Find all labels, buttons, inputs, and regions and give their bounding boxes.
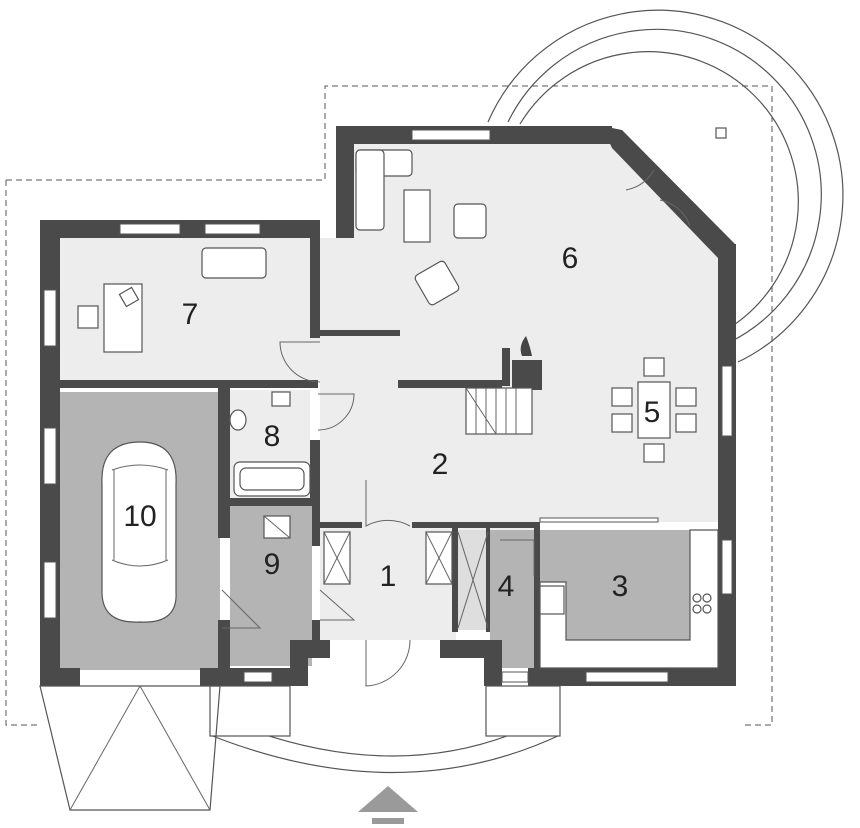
room-label-2: 2 xyxy=(432,448,449,481)
roof-outline xyxy=(5,85,773,726)
toilet-icon xyxy=(229,409,247,431)
doors xyxy=(221,169,691,687)
room-labels: 1 2 3 4 5 6 7 8 9 10 xyxy=(123,242,660,603)
room-label-6: 6 xyxy=(562,242,579,275)
fireplace-icon xyxy=(520,336,532,356)
room-label-3: 3 xyxy=(612,570,629,603)
room-label-4: 4 xyxy=(498,570,515,603)
room-label-7: 7 xyxy=(182,298,199,331)
office-furniture xyxy=(77,247,267,353)
entrance-arrow-icon xyxy=(358,786,418,824)
entrance-porch xyxy=(39,685,561,811)
kitchen-counters xyxy=(539,529,719,669)
sofa-icon xyxy=(355,149,413,231)
bathtub-icon xyxy=(233,461,311,497)
windows xyxy=(43,129,733,683)
room-label-1: 1 xyxy=(380,560,397,593)
room-label-5: 5 xyxy=(644,396,661,429)
room-label-9: 9 xyxy=(264,548,281,581)
utility-fixture xyxy=(263,515,291,539)
terrace-pergola xyxy=(487,9,844,363)
room-label-10: 10 xyxy=(123,500,156,533)
cooktop-icon xyxy=(692,593,712,614)
dining-table-icon xyxy=(611,357,697,463)
car-icon xyxy=(101,441,177,623)
room-label-8: 8 xyxy=(264,420,281,453)
armchair-icon xyxy=(414,203,487,306)
desk-icon xyxy=(403,189,431,243)
stairs-icon xyxy=(465,387,533,435)
closets xyxy=(323,531,489,629)
